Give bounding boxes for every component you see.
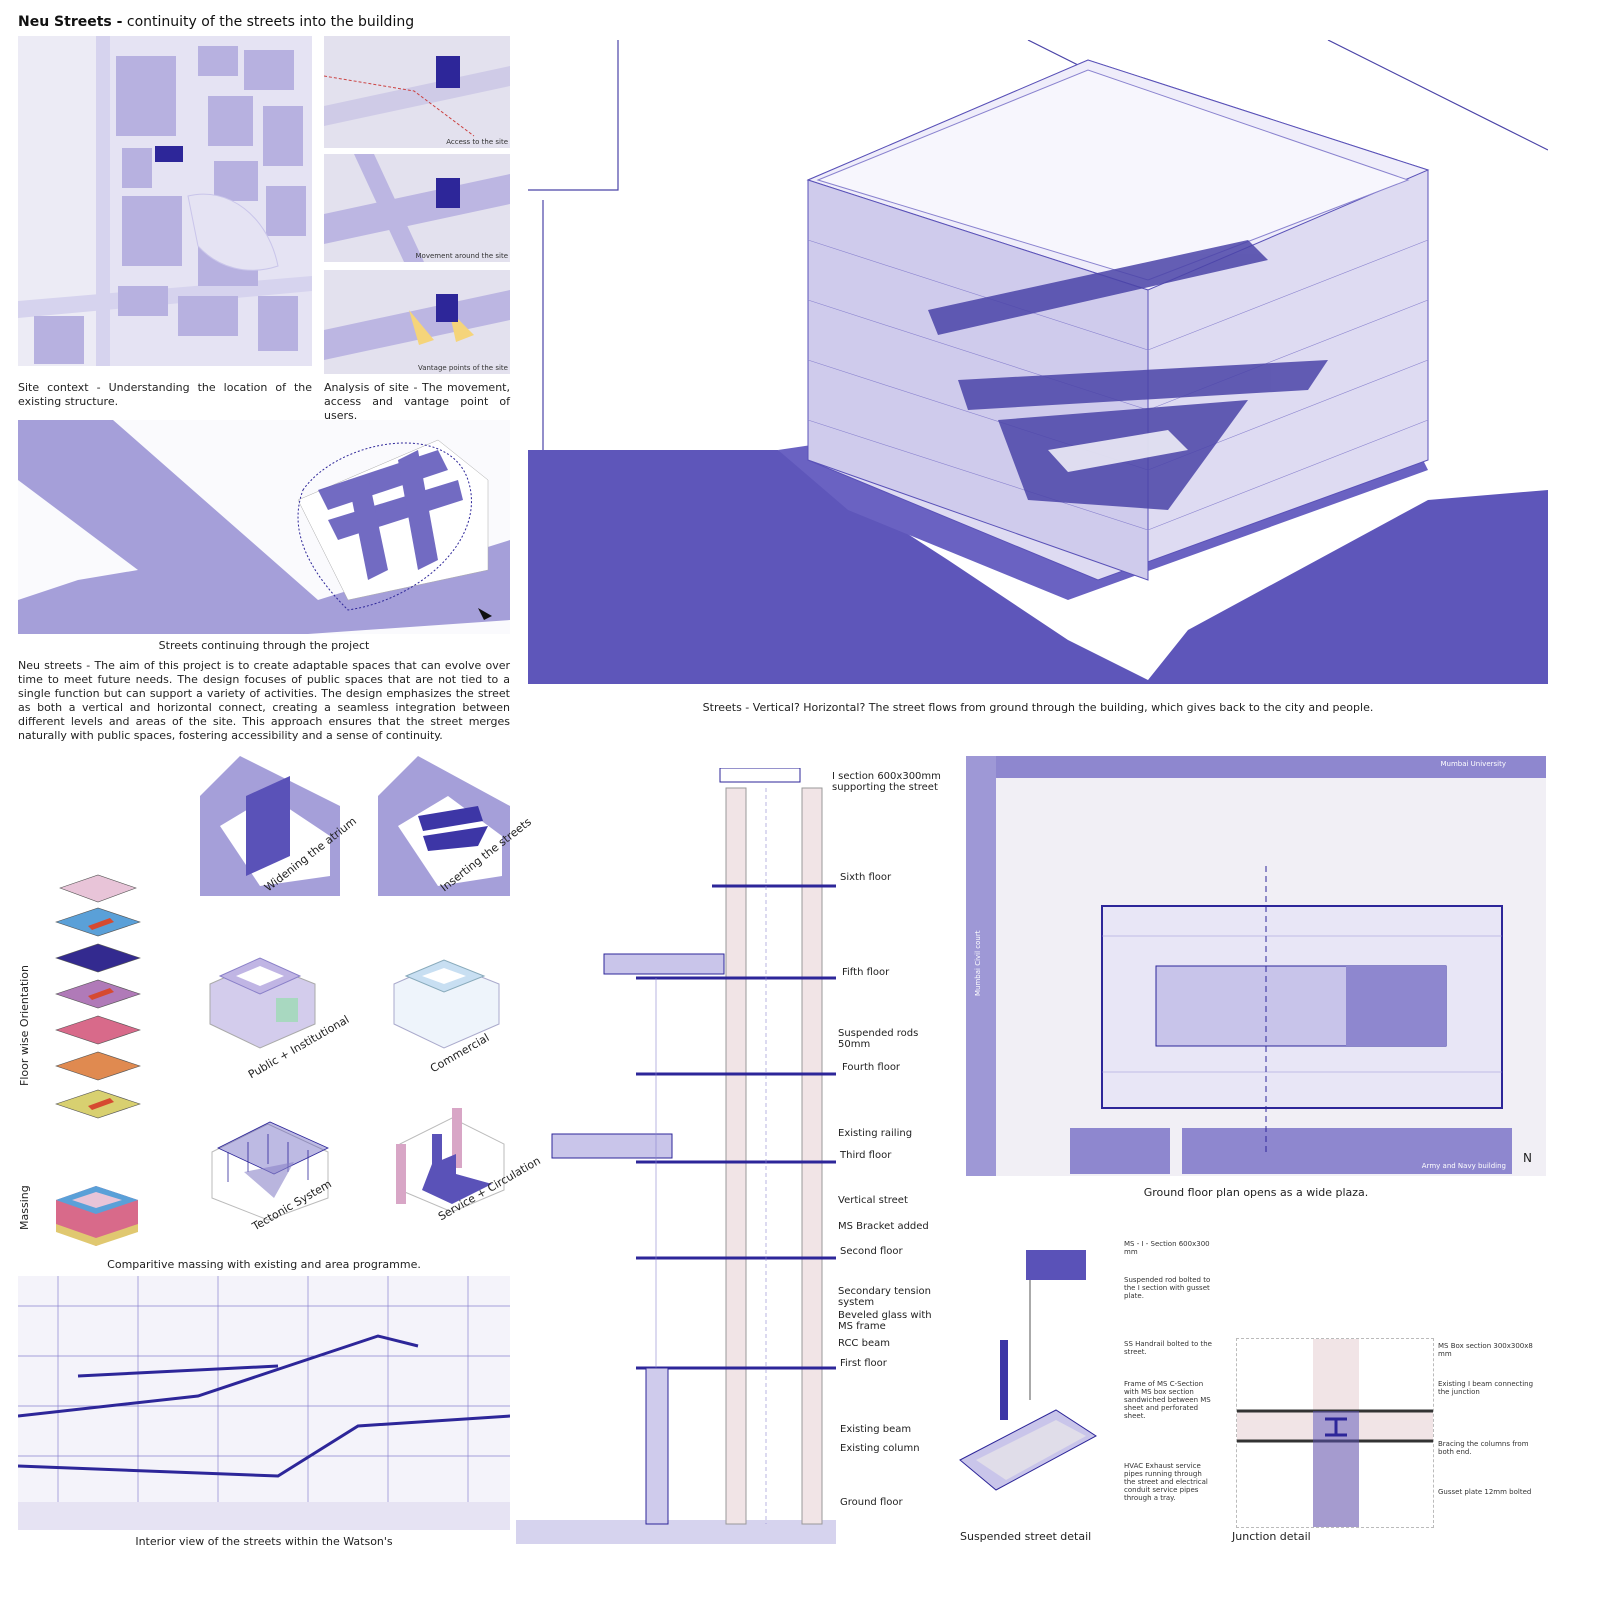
commercial-diagram <box>384 944 504 1054</box>
suspended-street-detail <box>956 1240 1126 1526</box>
vantage-thumbnail: Vantage points of the site <box>324 270 510 374</box>
junction-note-2: Existing I beam connecting the junction <box>1438 1380 1534 1396</box>
interior-caption: Interior view of the streets within the … <box>135 1535 393 1548</box>
movement-thumbnail: Movement around the site <box>324 154 510 262</box>
junction-caption: Junction detail <box>1232 1530 1311 1543</box>
project-description: Neu streets - The aim of this project is… <box>18 659 510 742</box>
label-ground-floor: Ground floor <box>840 1497 903 1508</box>
label-fourth-floor: Fourth floor <box>842 1062 901 1073</box>
vantage-label: Vantage points of the site <box>417 364 508 372</box>
label-first-floor: First floor <box>840 1358 887 1369</box>
label-ms-bracket: MS Bracket added <box>838 1221 929 1232</box>
site-analysis-caption: Analysis of site - The movement, access … <box>324 381 510 422</box>
massing-caption: Comparitive massing with existing and ar… <box>107 1258 421 1271</box>
label-rcc-beam: RCC beam <box>838 1338 890 1349</box>
label-secondary-tension: Secondary tension system <box>838 1286 931 1308</box>
label-sixth-floor: Sixth floor <box>840 872 892 883</box>
axonometric-view <box>528 40 1548 684</box>
suspended-note-2: Suspended rod bolted to the I section wi… <box>1124 1276 1211 1300</box>
label-existing-column: Existing column <box>840 1443 920 1454</box>
junction-note-3: Bracing the columns from both end. <box>1438 1440 1529 1456</box>
junction-detail <box>1236 1338 1434 1528</box>
ground-plan-caption: Ground floor plan opens as a wide plaza. <box>1143 1186 1369 1199</box>
floor-stack-diagram <box>48 870 148 1150</box>
label-beveled-glass: Beveled glass with MS frame <box>838 1310 932 1332</box>
suspended-note-4: Frame of MS C-Section with MS box sectio… <box>1124 1380 1211 1420</box>
plan-tag-top: Mumbai University <box>1440 760 1506 768</box>
access-label: Access to the site <box>446 138 508 146</box>
label-third-floor: Third floor <box>840 1150 892 1161</box>
public-institutional-diagram <box>200 944 320 1054</box>
junction-note-4: Gusset plate 12mm bolted <box>1438 1488 1532 1496</box>
page-title: Neu Streets - continuity of the streets … <box>18 14 414 30</box>
plan-tag-bottom: Army and Navy building <box>1421 1162 1506 1170</box>
service-circulation-diagram <box>392 1104 512 1214</box>
junction-note-1: MS Box section 300x300x8 mm <box>1438 1342 1533 1358</box>
label-existing-beam: Existing beam <box>840 1424 912 1435</box>
massing-label: Massing <box>18 1185 31 1230</box>
inserting-streets-diagram <box>378 756 510 896</box>
label-existing-railing: Existing railing <box>838 1128 913 1139</box>
streets-plan-diagram <box>18 420 510 634</box>
title-bold: Neu Streets - <box>18 14 123 30</box>
interior-view <box>18 1276 510 1530</box>
label-suspended-rods: Suspended rods 50mm <box>838 1028 919 1050</box>
north-arrow-icon: N <box>1523 1151 1532 1165</box>
label-vertical-street: Vertical street <box>838 1195 908 1206</box>
access-thumbnail: Access to the site <box>324 36 510 148</box>
ground-floor-plan: Mumbai University Army and Navy building… <box>966 756 1546 1176</box>
plan-tag-left: Mumbai Civil court <box>974 930 982 996</box>
streets-plan-caption: Streets continuing through the project <box>158 639 370 652</box>
suspended-note-1: MS - I - Section 600x300 mm <box>1124 1240 1210 1256</box>
tectonic-system-diagram <box>204 1112 334 1222</box>
massing-stack-diagram <box>52 1180 142 1250</box>
floor-orientation-label: Floor wise Orientation <box>18 964 31 1086</box>
suspended-note-5: HVAC Exhaust service pipes running throu… <box>1124 1462 1208 1502</box>
label-fifth-floor: Fifth floor <box>842 967 890 978</box>
site-context-map <box>18 36 312 366</box>
movement-label: Movement around the site <box>415 252 509 260</box>
suspended-caption: Suspended street detail <box>960 1530 1092 1543</box>
label-i-section: I section 600x300mm supporting the stree… <box>832 771 941 793</box>
widening-atrium-diagram <box>200 756 340 896</box>
section-drawing <box>516 768 836 1544</box>
title-rest: continuity of the streets into the build… <box>122 14 415 30</box>
site-context-caption: Site context - Understanding the locatio… <box>18 381 312 408</box>
axonometric-caption: Streets - Vertical? Horizontal? The stre… <box>702 701 1374 714</box>
label-second-floor: Second floor <box>840 1246 903 1257</box>
suspended-note-3: SS Handrail bolted to the street. <box>1124 1340 1212 1356</box>
